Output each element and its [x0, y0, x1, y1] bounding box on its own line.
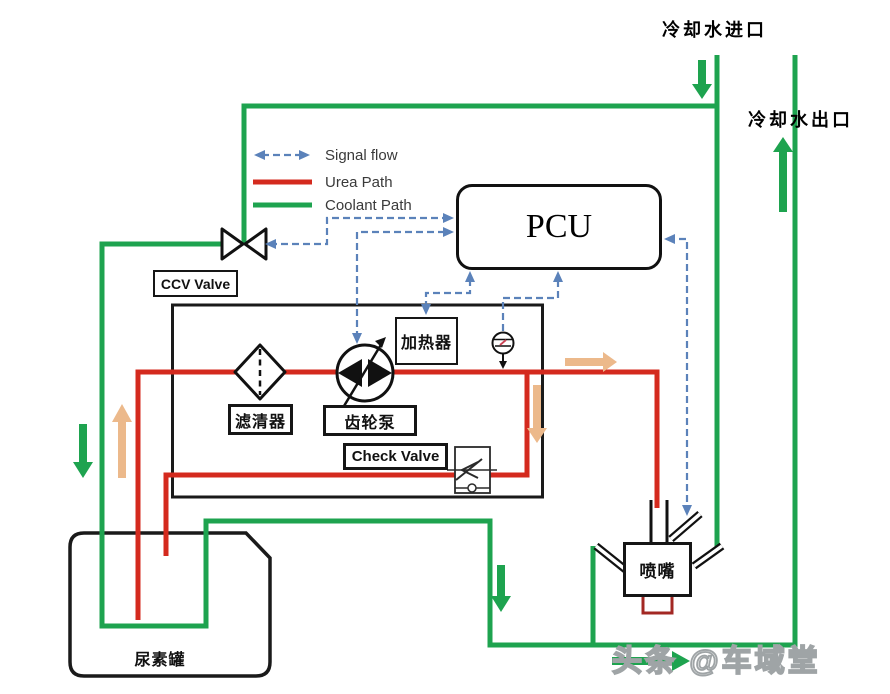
- check-valve-label: Check Valve: [343, 443, 448, 470]
- nozzle-tubes: [593, 500, 725, 574]
- urea-down-arrow: [527, 385, 547, 443]
- filter-icon: [233, 343, 287, 401]
- legend-signal-flow-label: Signal flow: [325, 147, 398, 164]
- nozzle-outlet: [641, 593, 674, 615]
- signal-sensor-pcu: [501, 276, 560, 331]
- coolant-main-loop: [99, 55, 798, 648]
- mid-down-arrow: [491, 565, 511, 612]
- signal-pump-pcu: [355, 230, 448, 338]
- outlet-up-arrow: [773, 137, 793, 212]
- coolant-inlet-label: 冷却水进口: [662, 20, 767, 40]
- urea-right-arrow: [565, 352, 617, 372]
- bottom-right-arrow: [612, 651, 690, 671]
- coolant-path-lines: [99, 55, 798, 648]
- legend-coolant-path-label: Coolant Path: [325, 197, 412, 214]
- urea-supply-line: [135, 369, 660, 620]
- legend-swatches: [253, 179, 312, 208]
- coolant-top-line: [241, 103, 717, 244]
- urea-return-line: [163, 374, 530, 556]
- legend-urea-path-label: Urea Path: [325, 174, 393, 191]
- signal-pcu-nozzle: [668, 237, 689, 510]
- coolant-flow-arrows: [73, 60, 793, 671]
- pressure-sensor-icon: [491, 331, 515, 369]
- gear-pump-icon: [335, 337, 395, 412]
- gear-pump-label: 齿轮泵: [323, 405, 417, 436]
- urea-tank-label: 尿素罐: [134, 652, 186, 669]
- filter-label: 滤清器: [228, 404, 293, 435]
- watermark: 头条 @车域堂: [611, 644, 821, 679]
- signal-arrowheads: [254, 150, 692, 516]
- inlet-down-arrow: [692, 60, 712, 99]
- pcu-box: PCU: [456, 184, 662, 270]
- nozzle-box: 喷嘴: [623, 542, 692, 597]
- urea-flow-arrows: [112, 352, 617, 478]
- check-valve-icon: [447, 446, 497, 494]
- ccv-valve-label: CCV Valve: [153, 270, 238, 297]
- coolant-outlet-label: 冷却水出口: [748, 110, 853, 130]
- left-down-arrow: [73, 424, 93, 478]
- urea-tank-outline: [68, 531, 272, 678]
- urea-up-arrow: [112, 404, 132, 478]
- heater-label: 加热器: [395, 317, 458, 365]
- signal-heater-pcu: [424, 276, 472, 308]
- urea-path-lines: [135, 369, 660, 620]
- signal-ccv-pcu: [270, 216, 448, 246]
